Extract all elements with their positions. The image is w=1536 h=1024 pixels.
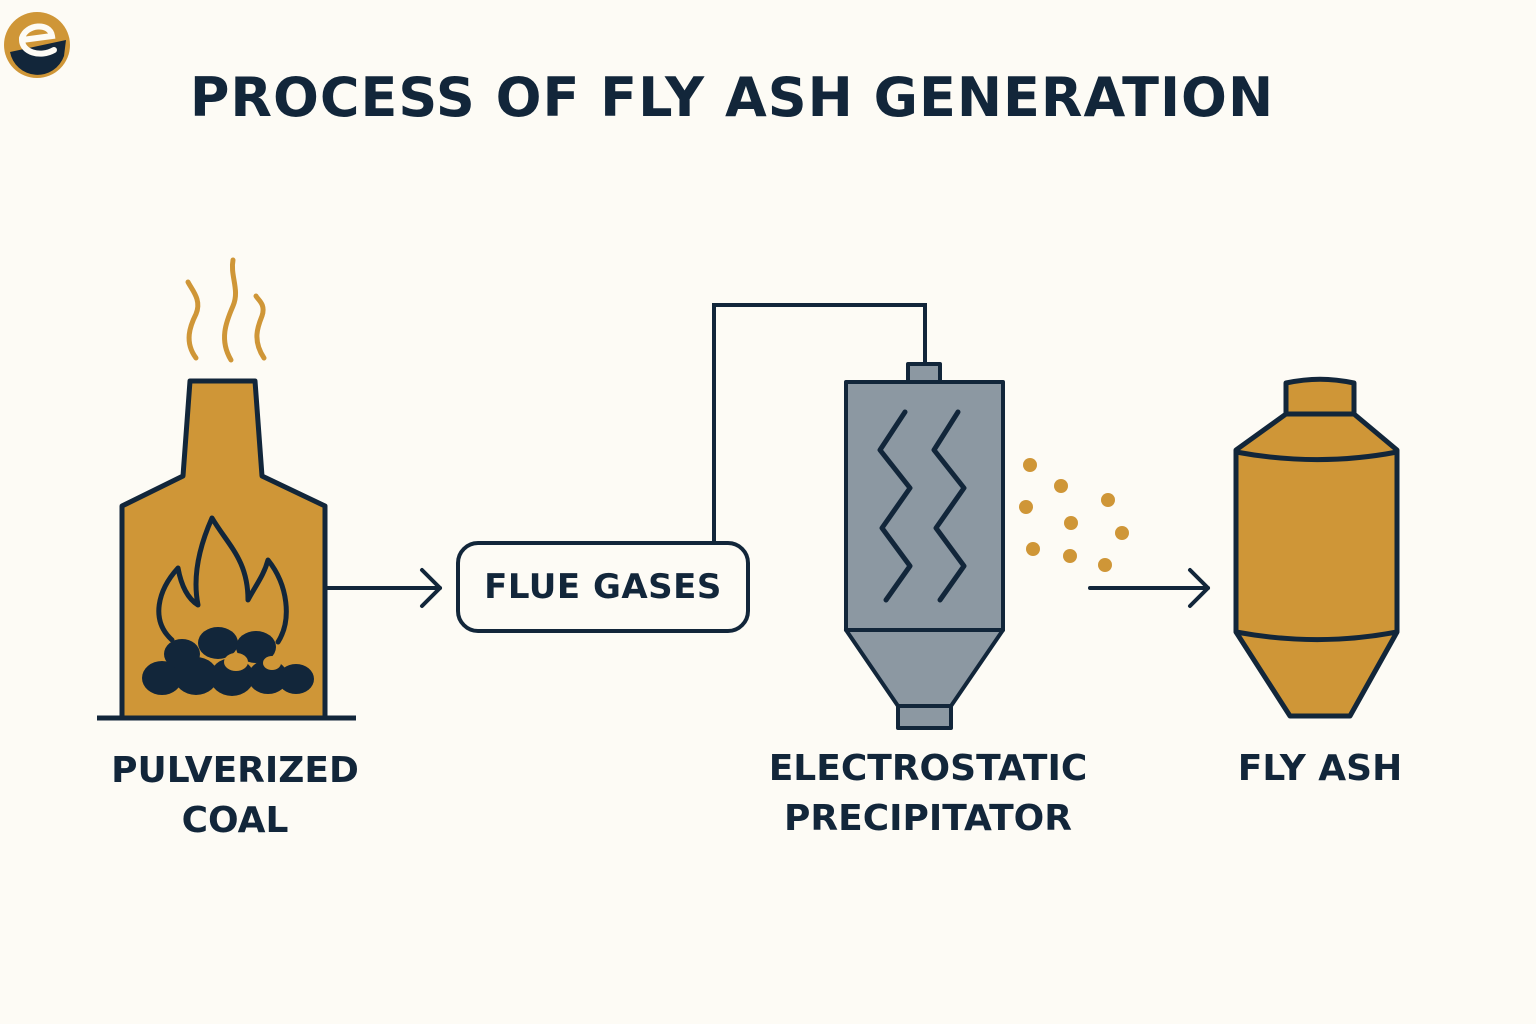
pulverized-coal-line2: COAL: [181, 800, 289, 841]
furnace-icon: [97, 378, 356, 721]
precipitator-line1: ELECTROSTATIC: [768, 748, 1088, 789]
flue-gases-label: FLUE GASES: [484, 567, 722, 607]
smoke-icon: [185, 257, 267, 363]
arrow-to-flue: [324, 568, 442, 608]
arrow-to-silo: [1088, 568, 1210, 608]
e-logo-icon: [4, 12, 70, 78]
precipitator-icon: [844, 362, 1005, 730]
pulverized-coal-label: PULVERIZED COAL: [90, 746, 380, 846]
flue-gases-box: FLUE GASES: [456, 541, 750, 633]
precipitator-line2: PRECIPITATOR: [784, 798, 1072, 839]
coal-lumps-icon: [142, 627, 314, 696]
fly-ash-text: FLY ASH: [1237, 748, 1403, 789]
silo-icon: [1233, 376, 1400, 719]
pulverized-coal-line1: PULVERIZED: [111, 750, 359, 791]
precipitator-label: ELECTROSTATIC PRECIPITATOR: [740, 744, 1116, 844]
fly-ash-label: FLY ASH: [1200, 744, 1440, 794]
page-title: PROCESS OF FLY ASH GENERATION: [189, 66, 1275, 129]
ash-particles-icon: [1019, 458, 1129, 572]
flame-icon: [156, 515, 289, 645]
flue-pipe: [712, 303, 927, 544]
